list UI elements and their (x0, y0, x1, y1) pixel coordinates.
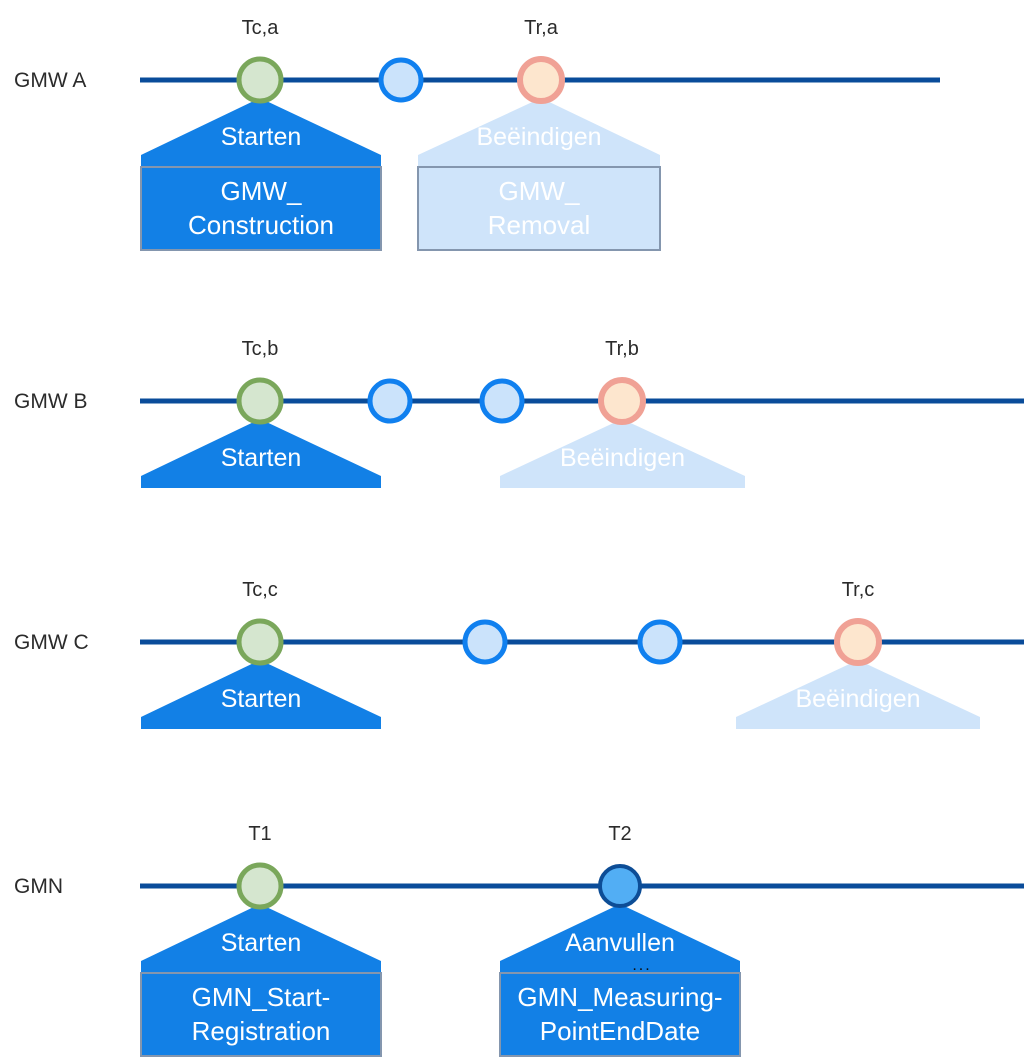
tick-label: Tc,c (242, 579, 278, 601)
row-label-gmw-b: GMW B (14, 390, 88, 413)
marker-tc-a[interactable]: Tc,a (236, 17, 284, 104)
banner-box-line: Registration (192, 1016, 331, 1046)
marker-intermediate-2[interactable] (637, 619, 683, 665)
timeline-row-gmw-b: GMW B Starten Beëindigen Tc,b Tr,b (14, 338, 1024, 488)
banner-shape (141, 904, 381, 973)
banner-box (499, 972, 741, 1057)
banner-label: Beëindigen (560, 444, 685, 472)
marker-circle[interactable] (462, 619, 508, 665)
tick-label: Tr,c (842, 579, 875, 601)
marker-intermediate-2[interactable] (479, 378, 525, 424)
marker-circle[interactable] (598, 864, 642, 908)
marker-circle[interactable] (236, 56, 284, 104)
banner-beeindigen-gmw-b: Beëindigen (500, 419, 745, 488)
banner-box (140, 166, 382, 251)
tick-label: Tr,a (524, 17, 559, 39)
tick-label: Tc,a (242, 17, 280, 39)
tick-label: Tr,b (605, 338, 639, 360)
marker-circle[interactable] (598, 377, 646, 425)
banner-shape (141, 98, 381, 167)
marker-circle[interactable] (637, 619, 683, 665)
tick-label: Tc,b (242, 338, 279, 360)
banner-sublabel-ellipsis: ... (632, 957, 651, 974)
marker-circle[interactable] (479, 378, 525, 424)
marker-tr-a[interactable]: Tr,a (517, 17, 565, 104)
marker-circle[interactable] (378, 57, 424, 103)
banner-aanvullen-gmn: Aanvullen... GMN_Measuring- PointEndDate (499, 904, 741, 1057)
banner-starten-gmw-c: Starten (141, 660, 381, 729)
row-label-gmn: GMN (14, 875, 63, 898)
banner-shape (418, 98, 660, 167)
banner-box (417, 166, 661, 251)
banner-box-line: GMN_Start- (192, 982, 331, 1012)
banner-label: Starten (221, 929, 302, 957)
banner-box-line: PointEndDate (540, 1016, 700, 1046)
banner-box-line: Removal (488, 210, 591, 240)
banner-box-line: GMW_ (499, 176, 580, 206)
banner-starten-gmw-b: Starten (141, 419, 381, 488)
banner-box-line: Construction (188, 210, 334, 240)
marker-tr-b[interactable]: Tr,b (598, 338, 646, 425)
banner-box-line: GMN_Measuring- (517, 982, 722, 1012)
tick-label: T1 (248, 823, 271, 845)
row-label-gmw-c: GMW C (14, 631, 89, 654)
marker-intermediate-1[interactable] (462, 619, 508, 665)
marker-circle[interactable] (834, 618, 882, 666)
marker-intermediate-1[interactable] (378, 57, 424, 103)
marker-circle[interactable] (236, 377, 284, 425)
banner-shape (141, 660, 381, 729)
marker-circle[interactable] (236, 862, 284, 910)
marker-circle[interactable] (236, 618, 284, 666)
marker-tc-b[interactable]: Tc,b (236, 338, 284, 425)
banner-label: Starten (221, 444, 302, 472)
banner-label: Beëindigen (795, 685, 920, 713)
banner-shape (141, 419, 381, 488)
marker-circle[interactable] (517, 56, 565, 104)
banner-box (140, 972, 382, 1057)
marker-tc-c[interactable]: Tc,c (236, 579, 284, 666)
banner-box-line: GMW_ (221, 176, 302, 206)
tick-label: T2 (608, 823, 631, 845)
marker-circle[interactable] (367, 378, 413, 424)
banner-shape (500, 419, 745, 488)
marker-t2[interactable]: T2 (598, 823, 642, 908)
banner-label: Beëindigen (476, 123, 601, 151)
banner-shape (500, 904, 740, 973)
marker-tr-c[interactable]: Tr,c (834, 579, 882, 666)
marker-t1[interactable]: T1 (236, 823, 284, 910)
row-label-gmw-a: GMW A (14, 69, 86, 92)
banner-label: Starten (221, 685, 302, 713)
banner-label: Starten (221, 123, 302, 151)
banner-shape (736, 660, 980, 729)
marker-intermediate-1[interactable] (367, 378, 413, 424)
banner-beeindigen-gmw-c: Beëindigen (736, 660, 980, 729)
timeline-row-gmw-c: GMW C Starten Beëindigen Tc,c Tr,c (14, 579, 1024, 729)
banner-label: Aanvullen (565, 929, 675, 957)
